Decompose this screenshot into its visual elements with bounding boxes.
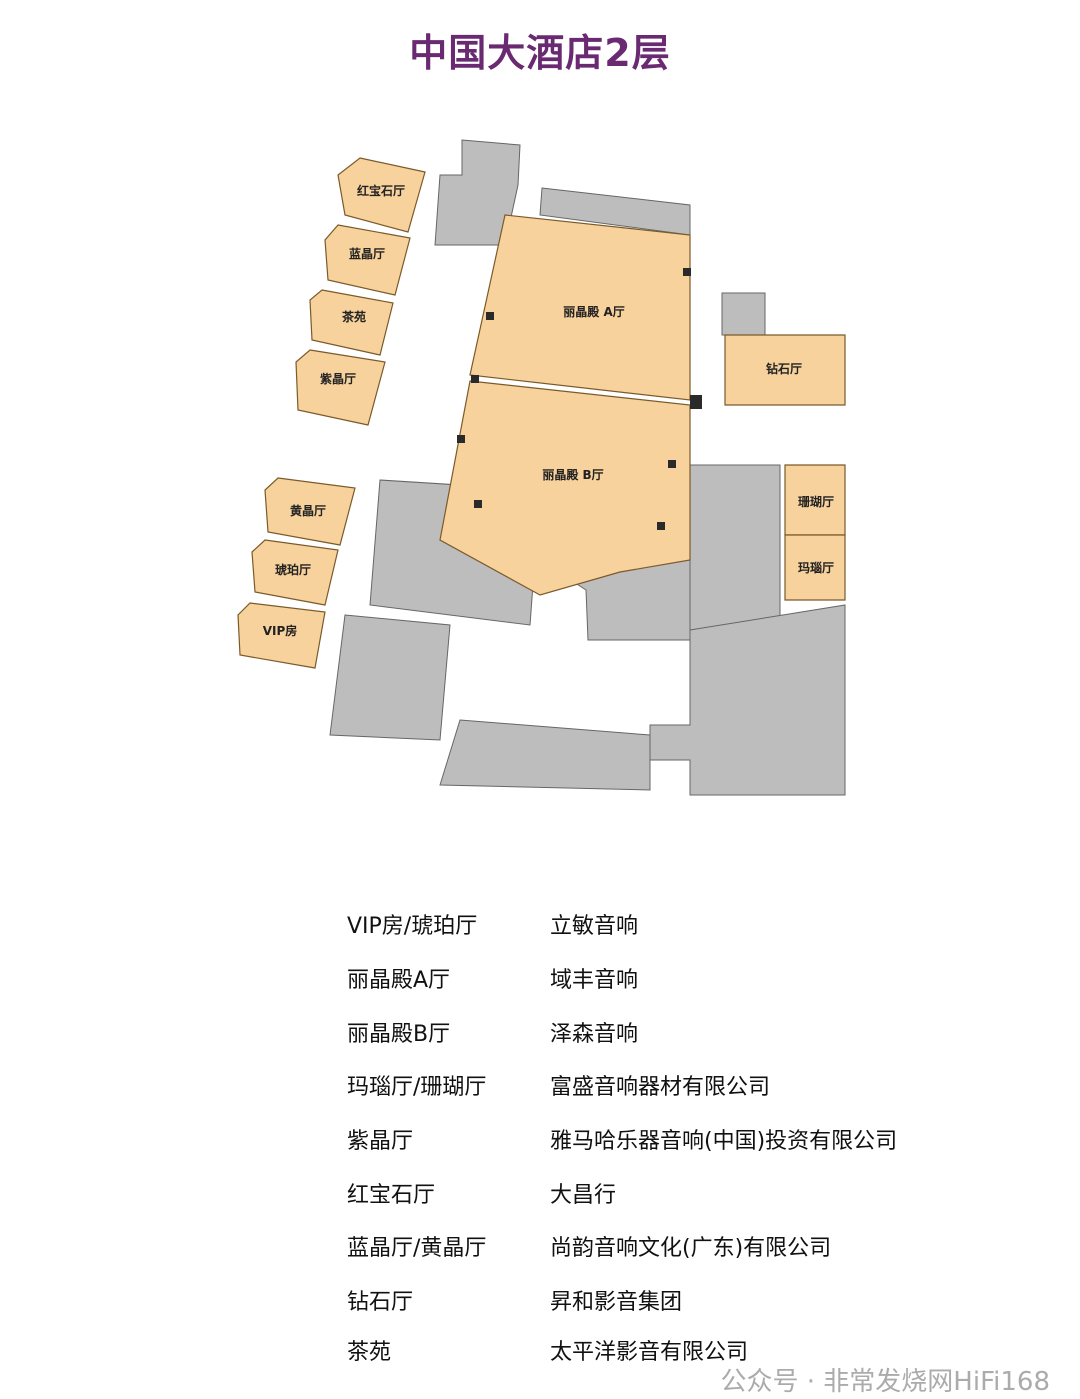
room-agate xyxy=(784,534,846,601)
service-areas xyxy=(329,139,846,796)
room-label: 蓝晶厅 xyxy=(349,246,385,261)
room-purple xyxy=(295,349,386,426)
room-label: 玛瑙厅 xyxy=(798,560,834,575)
room-tea xyxy=(309,289,394,356)
room-label: 丽晶殿 B厅 xyxy=(542,467,603,482)
hall-name: 丽晶殿B厅 xyxy=(347,1022,451,1047)
service-area xyxy=(689,464,781,641)
room-label: 珊瑚厅 xyxy=(798,494,834,509)
room-label: 茶苑 xyxy=(341,309,366,324)
room-diamond xyxy=(724,334,846,406)
floor-plan: 红宝石厅 蓝晶厅 茶苑 紫晶厅 黄晶厅 琥珀厅 VIP房 丽晶殿 A厅 丽晶殿 … xyxy=(237,139,846,796)
page-title: 中国大酒店2层 xyxy=(409,31,671,75)
hall-name: 紫晶厅 xyxy=(347,1129,414,1154)
service-area xyxy=(329,614,451,741)
room-label: 红宝石厅 xyxy=(357,183,405,198)
hall-name: 红宝石厅 xyxy=(347,1183,436,1208)
room-label: VIP房 xyxy=(263,623,298,638)
service-area xyxy=(649,604,846,796)
service-area xyxy=(434,139,521,246)
room-label: 丽晶殿 A厅 xyxy=(563,304,624,319)
room-label: 琥珀厅 xyxy=(275,562,311,577)
vendor-name: 域丰音响 xyxy=(550,968,639,993)
hall-name: 钻石厅 xyxy=(347,1290,414,1315)
vendor-name: 大昌行 xyxy=(550,1183,617,1208)
room-vip xyxy=(237,602,326,669)
vendor-name: 立敏音响 xyxy=(550,914,639,939)
watermark: 公众号 · 非常发烧网HiFi168 xyxy=(720,1367,1050,1397)
hall-name: VIP房/琥珀厅 xyxy=(347,914,478,939)
room-amber xyxy=(251,539,339,606)
vendor-name: 太平洋影音有限公司 xyxy=(550,1340,749,1365)
hall-name: 蓝晶厅/黄晶厅 xyxy=(347,1236,487,1261)
hall-name: 玛瑙厅/珊瑚厅 xyxy=(347,1075,487,1100)
rooms xyxy=(237,157,846,669)
room-label: 钻石厅 xyxy=(766,361,802,376)
room-labels: 红宝石厅 蓝晶厅 茶苑 紫晶厅 黄晶厅 琥珀厅 VIP房 丽晶殿 A厅 丽晶殿 … xyxy=(263,183,834,638)
service-area xyxy=(721,292,766,336)
pillars xyxy=(457,268,702,530)
hall-name: 丽晶殿A厅 xyxy=(347,968,451,993)
vendor-name: 尚韵音响文化(广东)有限公司 xyxy=(550,1236,832,1261)
vendor-name: 泽森音响 xyxy=(550,1022,639,1047)
vendor-name: 昇和影音集团 xyxy=(550,1290,683,1315)
room-yellow xyxy=(264,477,356,546)
vendor-name: 雅马哈乐器音响(中国)投资有限公司 xyxy=(550,1129,898,1154)
room-label: 紫晶厅 xyxy=(320,371,356,386)
room-label: 黄晶厅 xyxy=(290,503,326,518)
room-blue xyxy=(324,224,411,296)
service-area xyxy=(439,719,651,791)
room-ruby xyxy=(337,157,426,233)
hall-name: 茶苑 xyxy=(347,1340,392,1365)
vendor-name: 富盛音响器材有限公司 xyxy=(550,1075,771,1100)
